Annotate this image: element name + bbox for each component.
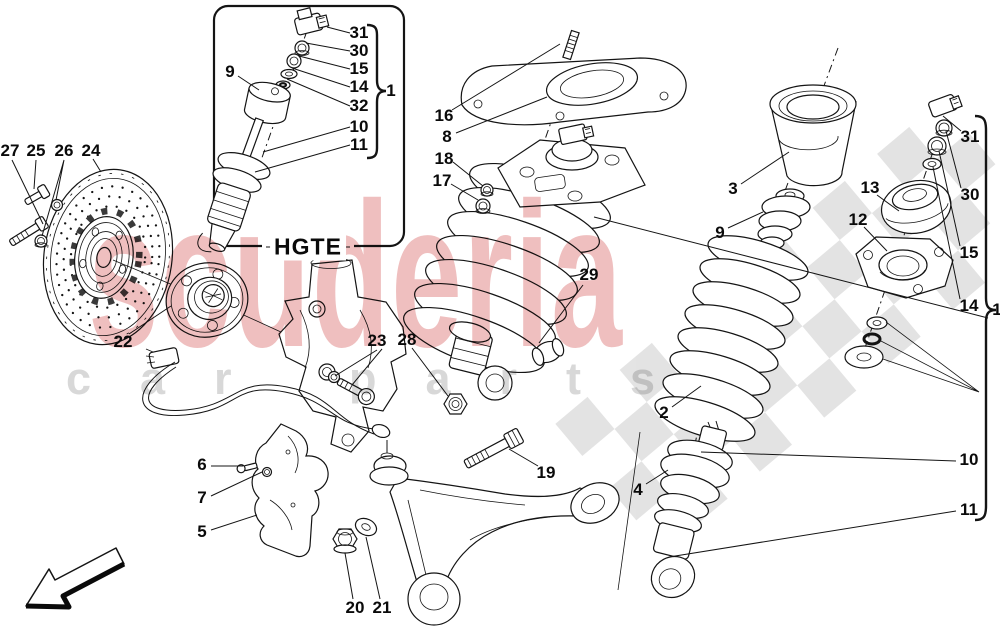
callout-28: 28 [397,330,417,349]
callout-22: 22 [113,332,133,351]
callout-23: 23 [367,331,387,350]
abs-sensor-cable [142,347,391,439]
callout-21: 21 [372,598,392,617]
hgte-shock-absorber [197,7,330,253]
callout-2: 2 [659,403,669,422]
callout-inset-11: 11 [350,135,368,154]
callout-19: 19 [536,463,556,482]
steering-knuckle [278,257,407,453]
callout-3: 3 [728,179,738,198]
callout-13: 13 [860,178,880,197]
brake-disc [42,168,174,346]
callout-4: 4 [633,480,643,499]
callout-7: 7 [197,488,207,507]
callout-inset-30: 30 [349,41,369,60]
callout-27: 27 [0,141,20,160]
callout-right-14: 14 [959,296,979,315]
callout-right-11: 11 [960,500,978,519]
callout-right-10: 10 [959,450,979,469]
callout-20: 20 [345,598,365,617]
callout-18: 18 [434,149,454,168]
heat-shield [251,423,329,558]
fasteners [9,183,524,554]
callout-inset-14: 14 [349,77,369,96]
wheel-hub [165,262,249,338]
callout-inset-10: 10 [349,117,369,136]
center-shock-assembly [403,29,687,401]
callout-26: 26 [54,141,74,160]
callout-29: 29 [579,265,599,284]
callout-24: 24 [81,141,101,160]
callout-5: 5 [197,522,207,541]
callout-right-15: 15 [959,243,979,262]
callout-25: 25 [26,141,46,160]
callout-17: 17 [432,171,452,190]
callout-6: 6 [197,455,207,474]
callout-16: 16 [434,106,454,125]
direction-arrow [25,547,126,610]
callout-right-31: 31 [960,127,980,146]
bracket-1-right [974,114,997,522]
callout-right-9: 9 [715,223,725,242]
leader-lines [11,26,989,600]
callout-inset-9: 9 [225,62,235,81]
callout-right-30: 30 [960,185,980,204]
callout-inset-31: 31 [349,23,369,42]
callout-inset-15: 15 [349,59,369,78]
bracket-1-inset [366,23,387,160]
hgte-badge: HGTE [270,233,346,261]
callout-inset-1: 1 [386,81,396,100]
right-shock-exploded [650,47,963,599]
callout-inset-32: 32 [349,96,369,115]
callout-12: 12 [848,210,868,229]
callout-8: 8 [442,127,452,146]
callout-right-1: 1 [992,300,1000,319]
bushing-29 [531,338,565,366]
lower-control-arm [369,440,620,626]
